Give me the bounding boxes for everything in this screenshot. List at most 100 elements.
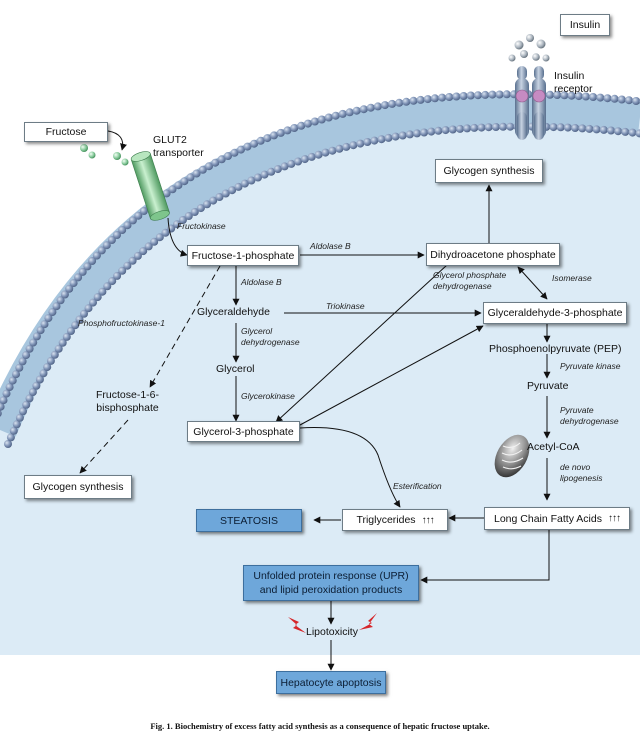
membrane-bead xyxy=(363,138,372,146)
membrane-bead xyxy=(155,233,164,242)
membrane-bead xyxy=(263,134,272,143)
membrane-bead xyxy=(491,123,500,131)
membrane-bead xyxy=(617,95,626,104)
membrane-band xyxy=(0,92,640,437)
triglycerides-box: Triglycerides ↑↑↑ xyxy=(342,509,448,531)
enzyme-esterification: Esterification xyxy=(393,481,442,491)
membrane-bead xyxy=(71,321,80,330)
membrane-bead xyxy=(388,99,397,108)
membrane-bead xyxy=(338,109,347,118)
membrane-bead xyxy=(92,251,101,260)
upr-line-1: Unfolded protein response (UPR) xyxy=(253,570,409,582)
membrane-bead xyxy=(438,93,447,102)
membrane-bead xyxy=(359,105,368,114)
membrane-bead xyxy=(578,124,587,133)
membrane-bead xyxy=(300,155,309,164)
membrane-bead xyxy=(4,440,12,448)
glyceraldehyde-label: Glyceraldehyde xyxy=(197,306,270,318)
membrane-bead xyxy=(571,124,580,132)
membrane-bead xyxy=(123,261,132,270)
phospholipid-beads xyxy=(0,90,640,448)
membrane-bead xyxy=(445,93,454,101)
membrane-bead xyxy=(18,357,27,366)
membrane-bead xyxy=(75,315,84,324)
membrane-bead xyxy=(134,211,143,220)
membrane-bead xyxy=(123,221,132,230)
membrane-bead xyxy=(402,97,411,106)
membrane-bead xyxy=(46,356,55,365)
membrane-bead xyxy=(52,302,61,311)
enzyme-pyruvate-kinase: Pyruvate kinase xyxy=(560,361,621,371)
membrane-bead xyxy=(58,338,67,347)
membrane-bead xyxy=(546,90,554,99)
membrane-bead xyxy=(128,216,137,225)
membrane-bead xyxy=(589,93,598,101)
membrane-bead xyxy=(190,208,199,216)
membrane-bead xyxy=(456,124,464,133)
membrane-bead xyxy=(628,128,637,137)
membrane-bead xyxy=(0,402,5,411)
membrane-bead xyxy=(287,159,296,168)
arrow-fructose-to-glut2 xyxy=(107,130,127,151)
membrane-bead xyxy=(228,186,237,195)
arrow-lcfa-to-upr xyxy=(420,530,550,584)
pep-label: Phosphoenolpyruvate (PEP) xyxy=(489,343,622,355)
membrane-bead xyxy=(321,148,330,157)
membrane-bead xyxy=(2,389,11,398)
membrane-bead xyxy=(481,90,490,99)
membrane-bead xyxy=(9,426,18,435)
membrane-bead xyxy=(585,124,594,133)
membrane-bead xyxy=(67,327,75,335)
membrane-bead xyxy=(36,326,45,335)
membrane-bead xyxy=(356,139,365,148)
membrane-bead xyxy=(256,136,265,145)
membrane-bead xyxy=(15,363,24,372)
membrane-bead xyxy=(484,123,493,132)
membrane-bead xyxy=(25,344,34,353)
membrane-bead xyxy=(209,196,218,205)
membrane-bead xyxy=(488,90,497,99)
insulin-box: Insulin xyxy=(560,14,610,36)
membrane-bead xyxy=(22,400,31,409)
membrane-bead xyxy=(294,157,303,166)
membrane-bead xyxy=(180,177,189,186)
pyruvate-label: Pyruvate xyxy=(527,380,569,392)
lightning-bolt-left-icon xyxy=(288,617,306,633)
membrane-bead xyxy=(370,136,379,145)
arrow-dhap-to-glycerol3p xyxy=(275,264,448,423)
enzyme-phosphofructokinase-1: Phosphofructokinase-1 xyxy=(78,318,165,328)
membrane-bead xyxy=(103,282,112,291)
membrane-bead xyxy=(409,96,418,105)
membrane-bead xyxy=(563,123,572,132)
membrane-bead xyxy=(35,375,44,384)
membrane-bead xyxy=(267,167,276,176)
membrane-bead xyxy=(405,130,414,139)
triglycerides-label: Triglycerides xyxy=(356,514,416,526)
membrane-bead xyxy=(198,165,207,174)
membrane-bead xyxy=(22,351,31,360)
membrane-bead xyxy=(12,370,20,379)
arrow-glycerol3p-to-triglycerides xyxy=(299,427,401,508)
membrane-bead xyxy=(345,108,354,117)
membrane-bead xyxy=(260,170,269,179)
enzyme-aldolase-b-2: Aldolase B xyxy=(241,277,282,287)
membrane-bead xyxy=(310,117,319,126)
enzyme-triokinase: Triokinase xyxy=(326,301,365,311)
membrane-bead xyxy=(506,122,515,131)
membrane-bead xyxy=(452,92,461,101)
membrane-bead xyxy=(342,142,351,151)
membrane-bead xyxy=(273,165,282,174)
glyceraldehyde-3-phosphate-box: Glyceraldehyde-3-phosphate xyxy=(483,302,627,324)
membrane-bead xyxy=(304,119,312,128)
fructose-box: Fructose xyxy=(24,122,108,142)
membrane-bead xyxy=(108,277,117,286)
membrane-bead xyxy=(250,139,259,148)
membrane-bead xyxy=(395,98,404,107)
membrane-bead xyxy=(196,204,205,213)
membrane-bead xyxy=(215,193,224,201)
membrane-bead xyxy=(192,169,201,178)
membrane-bead xyxy=(377,135,386,144)
arrow-dhap-g3p-isomerase xyxy=(517,266,548,300)
